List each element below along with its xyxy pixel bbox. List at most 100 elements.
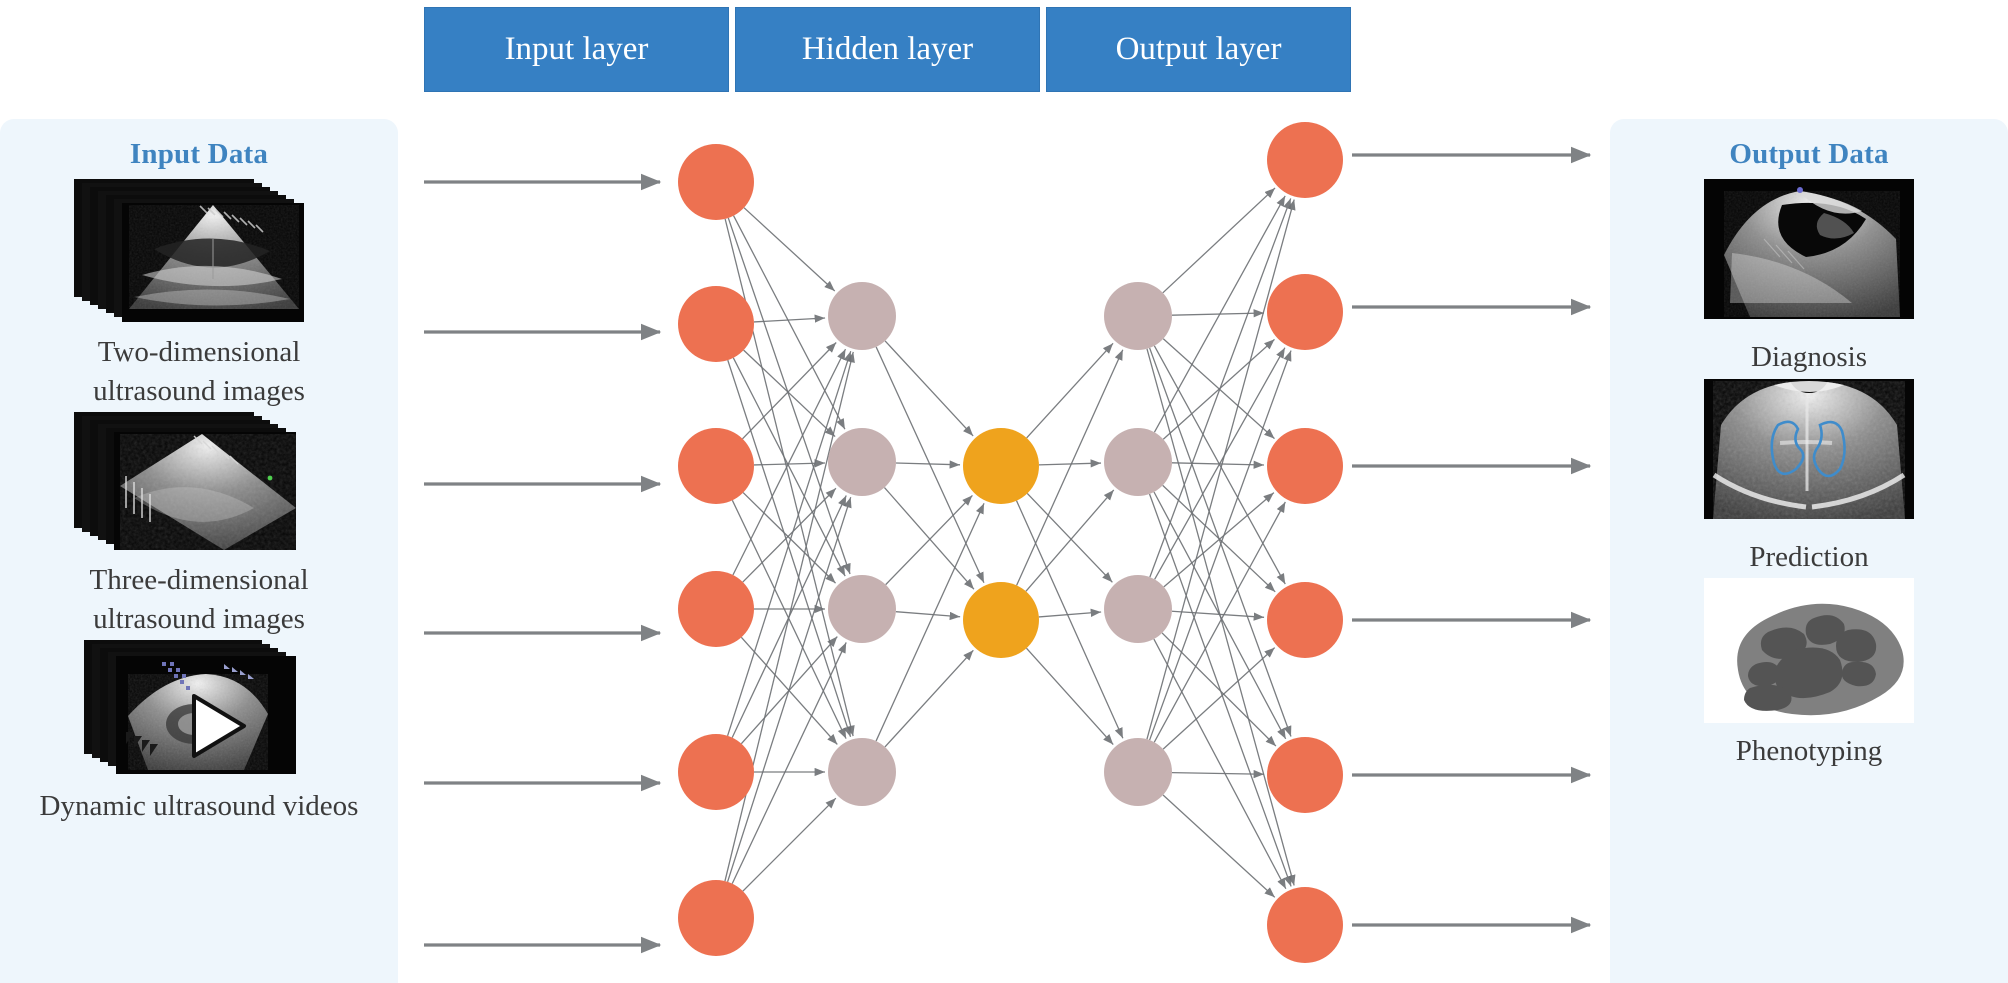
network-edge [727,359,852,738]
input-data-title: Input Data [129,138,269,170]
network-nodes [678,122,1343,963]
output-caption-phenotyping: Phenotyping [1735,735,1883,768]
network-edge [1038,459,1102,468]
network-edge [1148,350,1292,741]
input-caption-three-dimensional: Three-dimensional ultrasound images [89,561,308,638]
input-node-4[interactable] [678,571,754,647]
network-edge [1162,338,1275,440]
output-thumb-phenotyping[interactable] [1704,578,1914,728]
network-edge [1162,187,1276,294]
output-thumb-prediction[interactable] [1704,378,1914,524]
hidden1-node-2[interactable] [828,428,896,496]
input-thumb-three-dimensional[interactable] [74,412,324,557]
ultrasound-stack-3d-icon [74,412,296,551]
network-edge [1171,309,1265,318]
network-edge [726,497,852,883]
output-node-2[interactable] [1267,274,1343,350]
output-node-4[interactable] [1267,582,1343,658]
network-edge [732,357,846,577]
network-edge [1153,491,1287,740]
hidden1-node-3[interactable] [828,575,896,643]
input-caption-two-dimensional-line2: ultrasound images [93,374,305,407]
network-edge [743,207,836,292]
network-edge [895,460,961,469]
network-edge [743,349,836,438]
bottleneck-node-1[interactable] [963,428,1039,504]
output-node-3[interactable] [1267,428,1343,504]
network-edge [1026,492,1113,583]
hidden1-node-1[interactable] [828,282,896,350]
input-node-1[interactable] [678,144,754,220]
organ-phenotype-mask-icon [1704,578,1914,724]
network-edge [1149,347,1292,737]
input-caption-two-dimensional: Two-dimensional ultrasound images [93,333,305,410]
network-edge [732,348,847,576]
network-edge [1162,794,1276,898]
output-thumb-diagnosis[interactable] [1704,179,1914,324]
input-caption-three-dimensional-line1: Three-dimensional [89,564,309,597]
network-edge [875,503,985,742]
hidden2-node-3[interactable] [1104,575,1172,643]
ultrasound-stack-2d-icon [74,179,304,322]
network-edges [724,187,1296,898]
input-node-2[interactable] [678,286,754,362]
play-overlay-icon[interactable] [192,694,246,759]
network-edge [731,642,847,884]
network-edge [1171,610,1265,621]
network-edge [1016,349,1124,586]
network-edge [1163,492,1275,588]
output-data-panel: Output Data D [1610,119,2008,983]
network-io-arrows [424,146,1592,954]
input-node-3[interactable] [678,428,754,504]
input-node-5[interactable] [678,734,754,810]
network-edge [1153,638,1287,890]
hidden2-node-4[interactable] [1104,738,1172,806]
network-edge [1025,647,1114,745]
network-edge [895,611,961,621]
network-edge [742,487,837,583]
output-node-6[interactable] [1267,887,1343,963]
layer-bar-output: Output layer [1046,7,1351,92]
network-edge [1038,608,1102,618]
network-edge [1026,342,1114,439]
network-edge [727,217,851,575]
network-edge [1171,769,1265,779]
input-node-6[interactable] [678,880,754,956]
network-edge [884,649,974,748]
network-edge [1025,489,1115,592]
hidden1-node-4[interactable] [828,738,896,806]
layer-bar-hidden-label: Hidden layer [801,31,974,67]
hidden2-node-2[interactable] [1104,428,1172,496]
network-edge [1146,199,1296,740]
network-edge [742,342,837,440]
network-edge [742,492,837,584]
network-edge [753,459,826,468]
ultrasound-gallbladder-icon [1704,179,1914,319]
network-edge [742,797,837,892]
hidden2-node-1[interactable] [1104,282,1172,350]
input-caption-two-dimensional-line1: Two-dimensional [97,336,301,368]
input-data-panel: Input Data [0,119,398,983]
layer-bar-output-label: Output layer [1115,31,1282,67]
network-edge [731,500,847,739]
network-edge [1153,345,1286,585]
network-edge [1015,500,1124,739]
bottleneck-node-2[interactable] [963,582,1039,658]
input-thumb-two-dimensional[interactable] [74,179,324,329]
output-data-title: Output Data [1729,138,1889,170]
layer-bar-input-label: Input layer [504,31,649,67]
output-caption-prediction: Prediction [1749,540,1869,573]
input-caption-dynamic-video-line1: Dynamic ultrasound videos [39,790,359,823]
network-edge [1162,484,1276,593]
input-thumb-dynamic-video[interactable] [74,640,324,783]
network-edge [1153,501,1286,743]
network-edge [884,340,974,437]
network-edge [1153,195,1286,433]
output-node-5[interactable] [1267,737,1343,813]
output-node-1[interactable] [1267,122,1343,198]
network-edge [732,215,846,430]
ultrasound-brain-segmented-icon [1704,378,1914,519]
network-edge [726,351,852,737]
